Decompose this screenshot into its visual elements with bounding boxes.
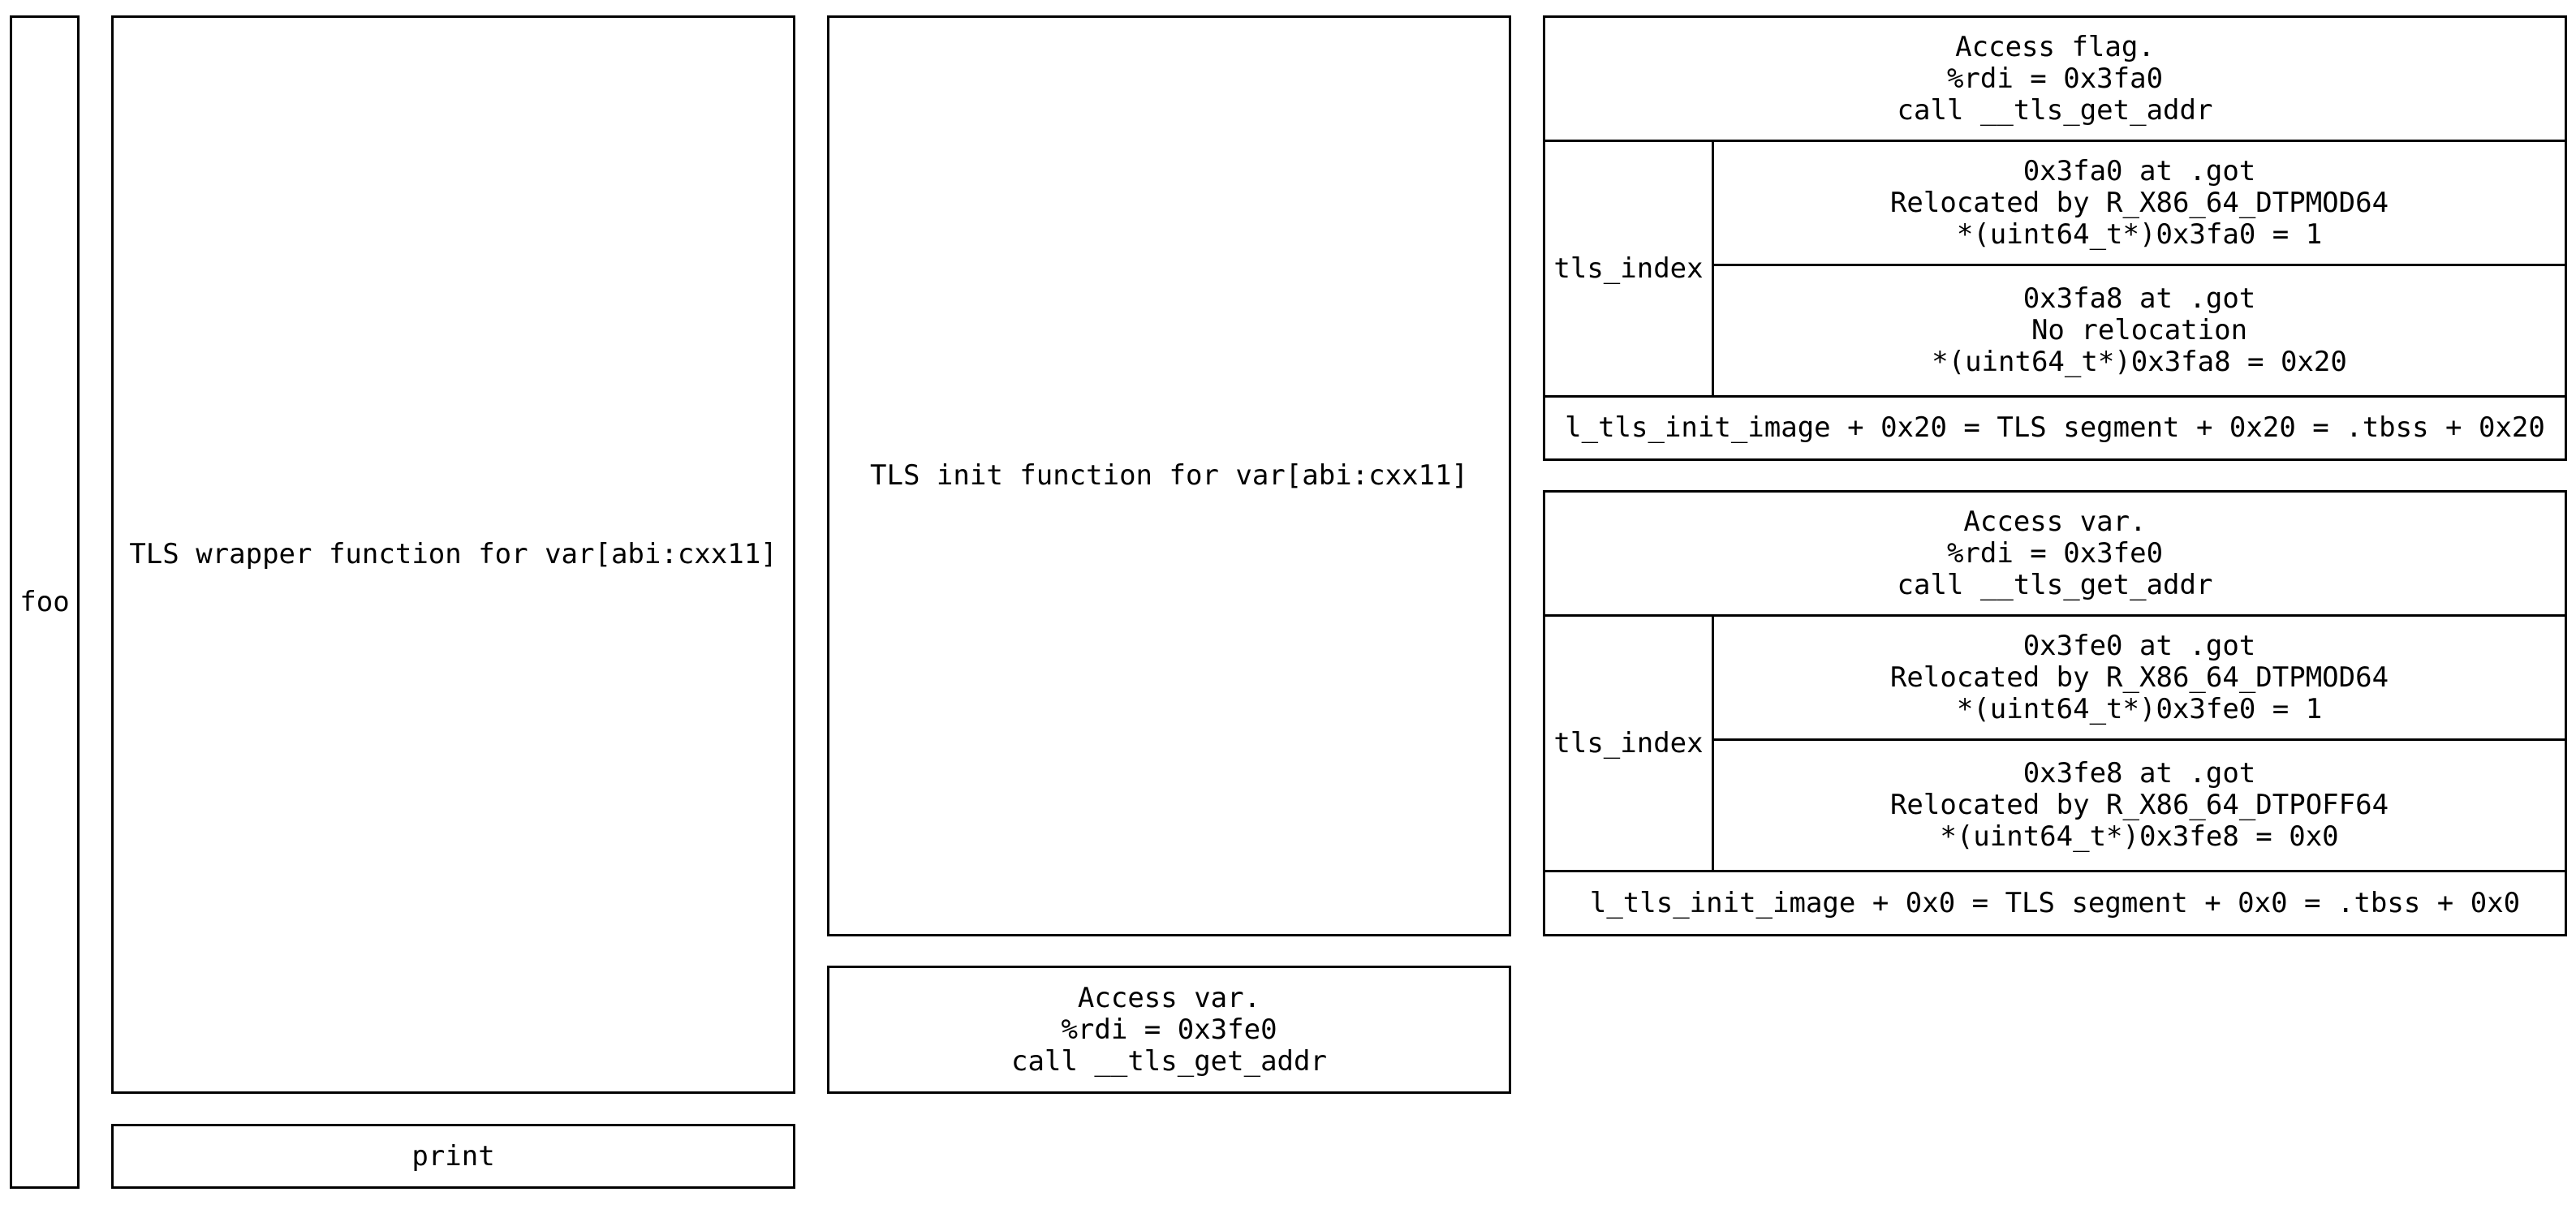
- tls-init-frame: TLS init function for var[abi:cxx11]: [827, 15, 1511, 936]
- tls-init-label: TLS init function for var[abi:cxx11]: [870, 459, 1468, 492]
- flag-module-line2: Relocated by R_X86_64_DTPMOD64: [1889, 186, 2389, 219]
- init-access-var-frame: Access var. %rdi = 0x3fe0 call __tls_get…: [827, 966, 1511, 1094]
- flag-offset-entry: 0x3fa8 at .got No relocation *(uint64_t*…: [1714, 266, 2565, 395]
- flag-module-line1: 0x3fa0 at .got: [2022, 154, 2256, 187]
- var-tls-index-text: tls_index: [1553, 726, 1704, 760]
- foo-frame: foo: [10, 15, 80, 1189]
- flag-got-entries: 0x3fa0 at .got Relocated by R_X86_64_DTP…: [1714, 142, 2565, 395]
- flag-module-line3: *(uint64_t*)0x3fa0 = 1: [1956, 217, 2323, 251]
- flag-access-header: Access flag. %rdi = 0x3fa0 call __tls_ge…: [1545, 18, 2565, 142]
- foo-label: foo: [19, 585, 70, 618]
- var-address-text: l_tls_init_image + 0x0 = TLS segment + 0…: [1589, 886, 2521, 919]
- var-module-entry: 0x3fe0 at .got Relocated by R_X86_64_DTP…: [1714, 617, 2565, 741]
- flag-address-text: l_tls_init_image + 0x20 = TLS segment + …: [1565, 411, 2545, 444]
- var-offset-entry: 0x3fe8 at .got Relocated by R_X86_64_DTP…: [1714, 741, 2565, 870]
- tls-wrapper-frame: TLS wrapper function for var[abi:cxx11]: [111, 15, 795, 1094]
- var-offset-line2: Relocated by R_X86_64_DTPOFF64: [1889, 789, 2389, 821]
- var-access-line2: %rdi = 0x3fe0: [1946, 536, 2164, 570]
- tls-wrapper-label: TLS wrapper function for var[abi:cxx11]: [129, 538, 778, 570]
- var-address-row: l_tls_init_image + 0x0 = TLS segment + 0…: [1545, 872, 2565, 934]
- var-got-entries: 0x3fe0 at .got Relocated by R_X86_64_DTP…: [1714, 617, 2565, 870]
- flag-offset-line1: 0x3fa8 at .got: [2022, 282, 2256, 315]
- flag-offset-line2: No relocation: [2031, 314, 2248, 346]
- flag-access-line3: call __tls_get_addr: [1897, 93, 2213, 127]
- flag-access-line1: Access flag.: [1955, 30, 2155, 63]
- var-access-line3: call __tls_get_addr: [1897, 568, 2213, 601]
- flag-tls-index-block: tls_index 0x3fa0 at .got Relocated by R_…: [1545, 142, 2565, 398]
- var-access-header: Access var. %rdi = 0x3fe0 call __tls_get…: [1545, 493, 2565, 617]
- print-frame: print: [111, 1124, 795, 1189]
- print-label: print: [411, 1139, 495, 1173]
- var-tls-index-block: tls_index 0x3fe0 at .got Relocated by R_…: [1545, 617, 2565, 872]
- init-access-line1: Access var.: [1077, 981, 1261, 1014]
- var-module-line1: 0x3fe0 at .got: [2022, 629, 2256, 662]
- var-offset-line3: *(uint64_t*)0x3fe8 = 0x0: [1940, 820, 2339, 853]
- var-access-line1: Access var.: [1963, 505, 2147, 538]
- var-access-group: Access var. %rdi = 0x3fe0 call __tls_get…: [1543, 490, 2567, 936]
- flag-tls-index-label: tls_index: [1545, 142, 1714, 395]
- flag-offset-line3: *(uint64_t*)0x3fa8 = 0x20: [1932, 346, 2347, 378]
- var-module-line2: Relocated by R_X86_64_DTPMOD64: [1889, 661, 2389, 694]
- flag-module-entry: 0x3fa0 at .got Relocated by R_X86_64_DTP…: [1714, 142, 2565, 266]
- flag-access-group: Access flag. %rdi = 0x3fa0 call __tls_ge…: [1543, 15, 2567, 461]
- init-access-line2: %rdi = 0x3fe0: [1061, 1013, 1277, 1046]
- init-access-line3: call __tls_get_addr: [1011, 1044, 1327, 1078]
- var-module-line3: *(uint64_t*)0x3fe0 = 1: [1956, 692, 2323, 725]
- var-tls-index-label: tls_index: [1545, 617, 1714, 870]
- flag-tls-index-text: tls_index: [1553, 252, 1704, 285]
- flag-address-row: l_tls_init_image + 0x20 = TLS segment + …: [1545, 398, 2565, 458]
- flag-access-line2: %rdi = 0x3fa0: [1946, 62, 2164, 95]
- var-offset-line1: 0x3fe8 at .got: [2022, 757, 2256, 790]
